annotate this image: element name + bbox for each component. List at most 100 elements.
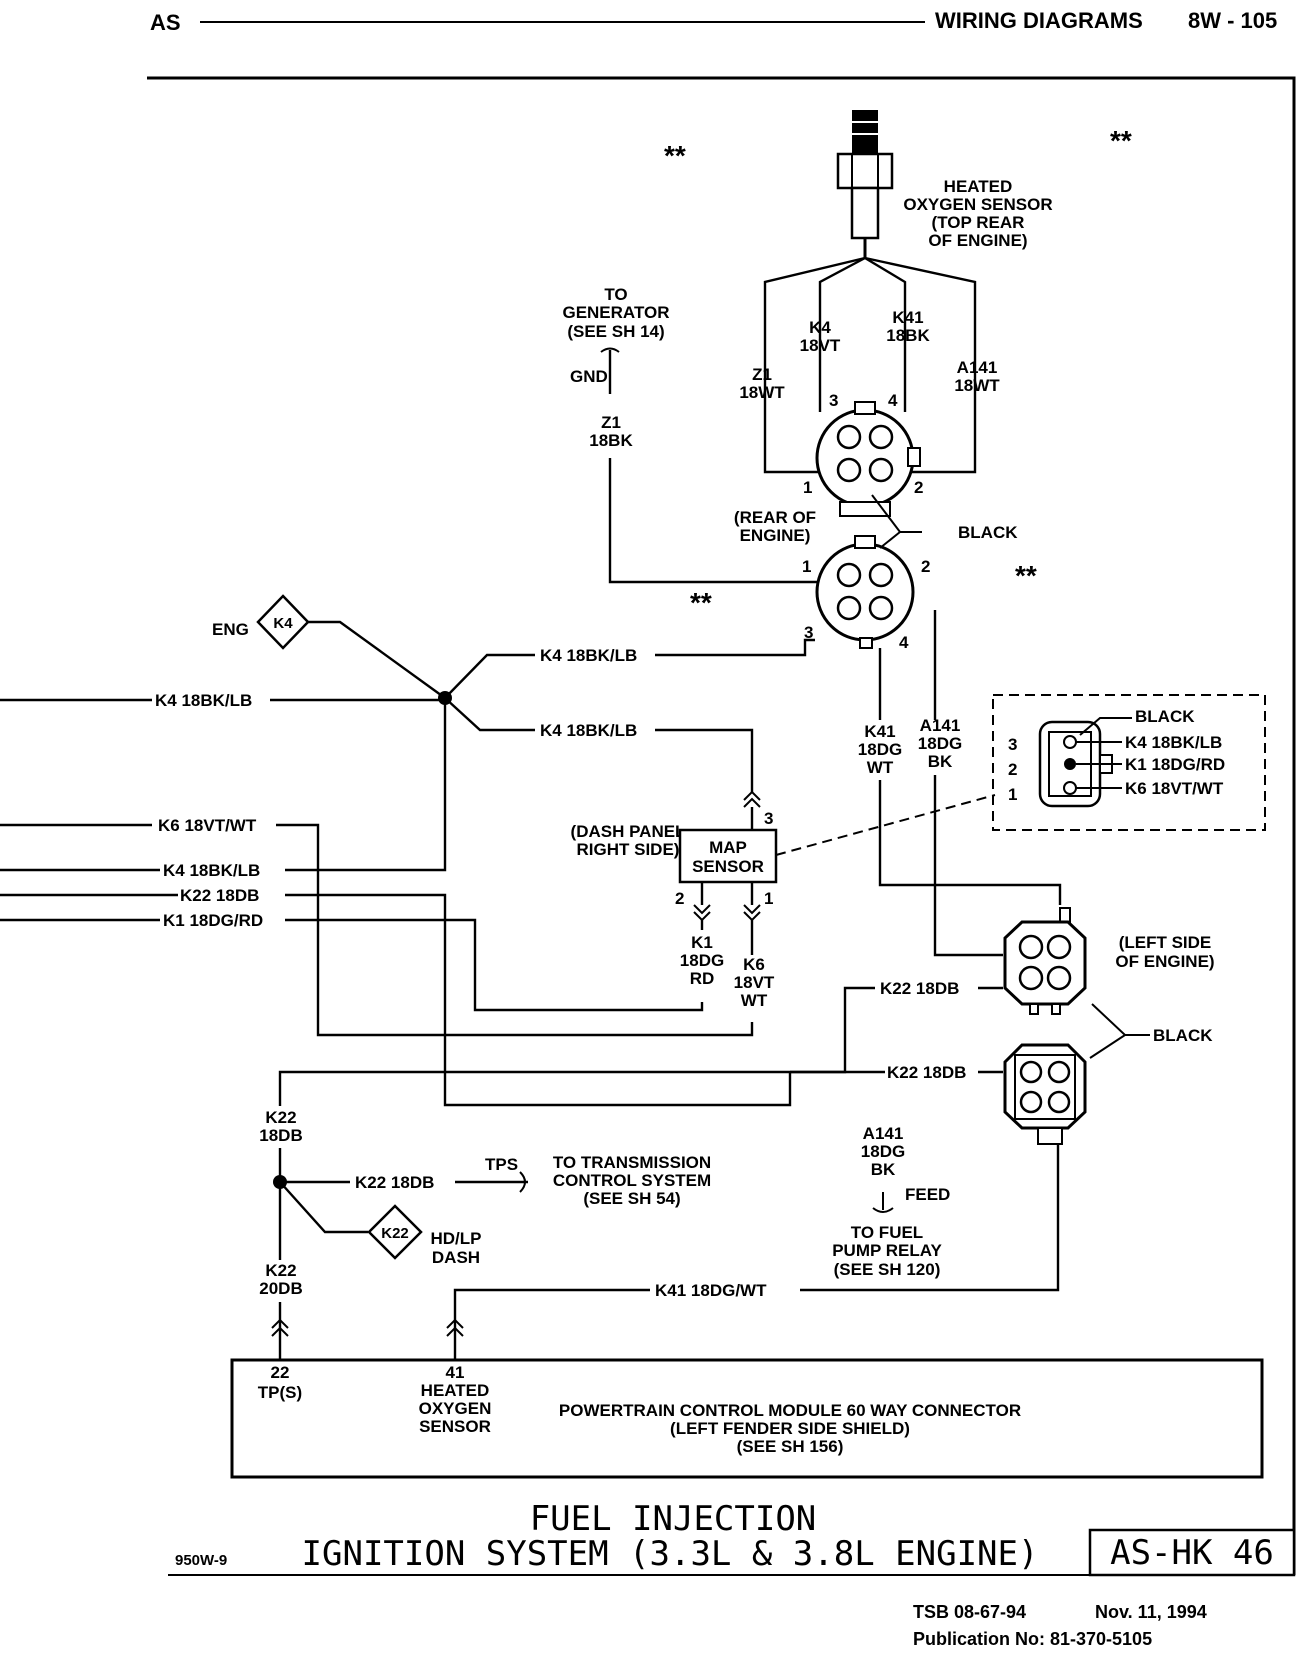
svg-text:GENERATOR: GENERATOR [562, 303, 669, 322]
pin-label: 3 [1008, 735, 1017, 754]
svg-text:41: 41 [446, 1363, 465, 1382]
svg-text:18DG: 18DG [680, 951, 724, 970]
z1-gen-label: Z1 18BK [589, 413, 633, 450]
hdlp-label: HD/LP DASH [431, 1229, 482, 1267]
left-engine-label: (LEFT SIDE OF ENGINE) [1115, 933, 1214, 971]
wire-a141-route [933, 775, 1003, 957]
svg-text:18VT: 18VT [734, 973, 775, 992]
k1-map-label: K1 18DG RD [680, 933, 724, 988]
wire-k41-sensor [864, 256, 907, 412]
pin-label: 3 [764, 809, 773, 828]
svg-text:K41: K41 [892, 308, 923, 327]
svg-text:(LEFT FENDER SIDE SHIELD): (LEFT FENDER SIDE SHIELD) [670, 1419, 910, 1438]
connector-terminal-icon [271, 1318, 289, 1337]
wire-a141-sensor [864, 256, 977, 474]
svg-text:MAP: MAP [709, 838, 747, 857]
svg-text:RIGHT SIDE): RIGHT SIDE) [577, 840, 680, 859]
pcm-connector-box [230, 1358, 1264, 1479]
feed-label: FEED [905, 1185, 950, 1204]
black-leader-lower [1089, 1034, 1150, 1059]
pin-label: 3 [829, 391, 838, 410]
wire-k4-to-connector-end [655, 638, 815, 657]
feed-terminal-icon [872, 1192, 894, 1213]
generator-label: TO GENERATOR (SEE SH 14) [562, 285, 669, 341]
z1-sensor-label: Z1 18WT [739, 365, 785, 402]
inset-black-leader [1079, 717, 1132, 736]
inset-k1-label: K1 18DG/RD [1125, 755, 1225, 774]
wire-k22-route [285, 893, 792, 1107]
svg-text:TO TRANSMISSION: TO TRANSMISSION [553, 1153, 711, 1172]
svg-text:TP(S): TP(S) [258, 1383, 302, 1402]
k22-diamond: K22 [367, 1204, 423, 1260]
pin-label: 4 [899, 633, 909, 652]
footer-date: Nov. 11, 1994 [1095, 1602, 1207, 1622]
wire-k41-to-pcm [453, 1288, 650, 1360]
k41-bottom-label: K41 18DG/WT [655, 1281, 767, 1300]
k22-vert-label: K22 18DB [259, 1108, 302, 1145]
pin-label: 2 [914, 478, 923, 497]
wire-k22-main [278, 1070, 790, 1106]
svg-text:DASH: DASH [432, 1248, 480, 1267]
left-engine-connector-upper [1003, 907, 1087, 1015]
inset-k4-label: K4 18BK/LB [1125, 733, 1222, 752]
connector-terminal-icon [743, 904, 761, 922]
svg-text:18DG: 18DG [918, 734, 962, 753]
k1-wire-label: K1 18DG/RD [163, 911, 263, 930]
header-left: AS [150, 10, 181, 35]
svg-text:22: 22 [271, 1363, 290, 1382]
svg-text:OF ENGINE): OF ENGINE) [1115, 952, 1214, 971]
wire-k4-eng [308, 620, 446, 699]
svg-text:18DG: 18DG [858, 740, 902, 759]
black-leader [879, 531, 922, 549]
svg-text:K22: K22 [265, 1261, 296, 1280]
upper-sensor-connector [815, 401, 921, 517]
svg-text:(SEE SH 14): (SEE SH 14) [567, 322, 664, 341]
fuel-pump-label: TO FUEL PUMP RELAY (SEE SH 120) [832, 1223, 942, 1279]
svg-text:K41: K41 [864, 722, 895, 741]
k41-sensor-label: K41 18BK [886, 308, 930, 345]
pcm-pin-22-label: 22 TP(S) [258, 1363, 302, 1402]
connector-terminal-icon [446, 1318, 464, 1337]
svg-text:Z1: Z1 [601, 413, 621, 432]
pin-label: 3 [804, 623, 813, 642]
svg-text:18WT: 18WT [739, 383, 785, 402]
svg-text:K6: K6 [743, 955, 765, 974]
eng-label: ENG [212, 620, 249, 639]
footer-id-box [1088, 1528, 1296, 1577]
diagram-border [147, 76, 1296, 1575]
svg-text:18VT: 18VT [800, 336, 841, 355]
pcm-pin-41-label: 41 HEATED OXYGEN SENSOR [419, 1363, 492, 1436]
svg-text:OF ENGINE): OF ENGINE) [928, 231, 1027, 250]
connector-terminal-icon [693, 904, 711, 922]
generator-terminal-icon [600, 347, 620, 353]
pin-label: 1 [764, 889, 773, 908]
footer-tsb: TSB 08-67-94 [913, 1602, 1026, 1622]
svg-text:(SEE SH 156): (SEE SH 156) [737, 1437, 844, 1456]
note-stars: ** [1015, 560, 1037, 591]
inset-dashed-leader [775, 794, 996, 856]
svg-text:(REAR OF: (REAR OF [734, 508, 816, 527]
svg-text:WT: WT [741, 991, 768, 1010]
gnd-label: GND [570, 367, 608, 386]
tps-terminal-icon [519, 1171, 526, 1193]
svg-text:(SEE SH 120): (SEE SH 120) [834, 1260, 941, 1279]
svg-text:K4: K4 [809, 318, 831, 337]
lower-harness-connector [815, 535, 915, 649]
left-engine-connector-lower [1003, 1043, 1087, 1145]
svg-text:K4: K4 [273, 615, 293, 632]
svg-text:TO: TO [604, 285, 627, 304]
note-stars: ** [1110, 125, 1132, 156]
map-sensor-box [678, 828, 778, 884]
note-stars: ** [664, 140, 686, 171]
svg-text:(DASH PANEL: (DASH PANEL [571, 822, 686, 841]
footer-code: 950W-9 [175, 1552, 227, 1569]
svg-text:18DG: 18DG [861, 1142, 905, 1161]
svg-text:18BK: 18BK [589, 431, 633, 450]
wire-z1-gen [608, 458, 817, 584]
inset-k6-label: K6 18VT/WT [1125, 779, 1224, 798]
svg-text:HEATED: HEATED [421, 1381, 490, 1400]
k22-wire-label: K22 18DB [355, 1173, 434, 1192]
wire-k4-to-connector [444, 653, 535, 699]
svg-text:BK: BK [928, 752, 953, 771]
